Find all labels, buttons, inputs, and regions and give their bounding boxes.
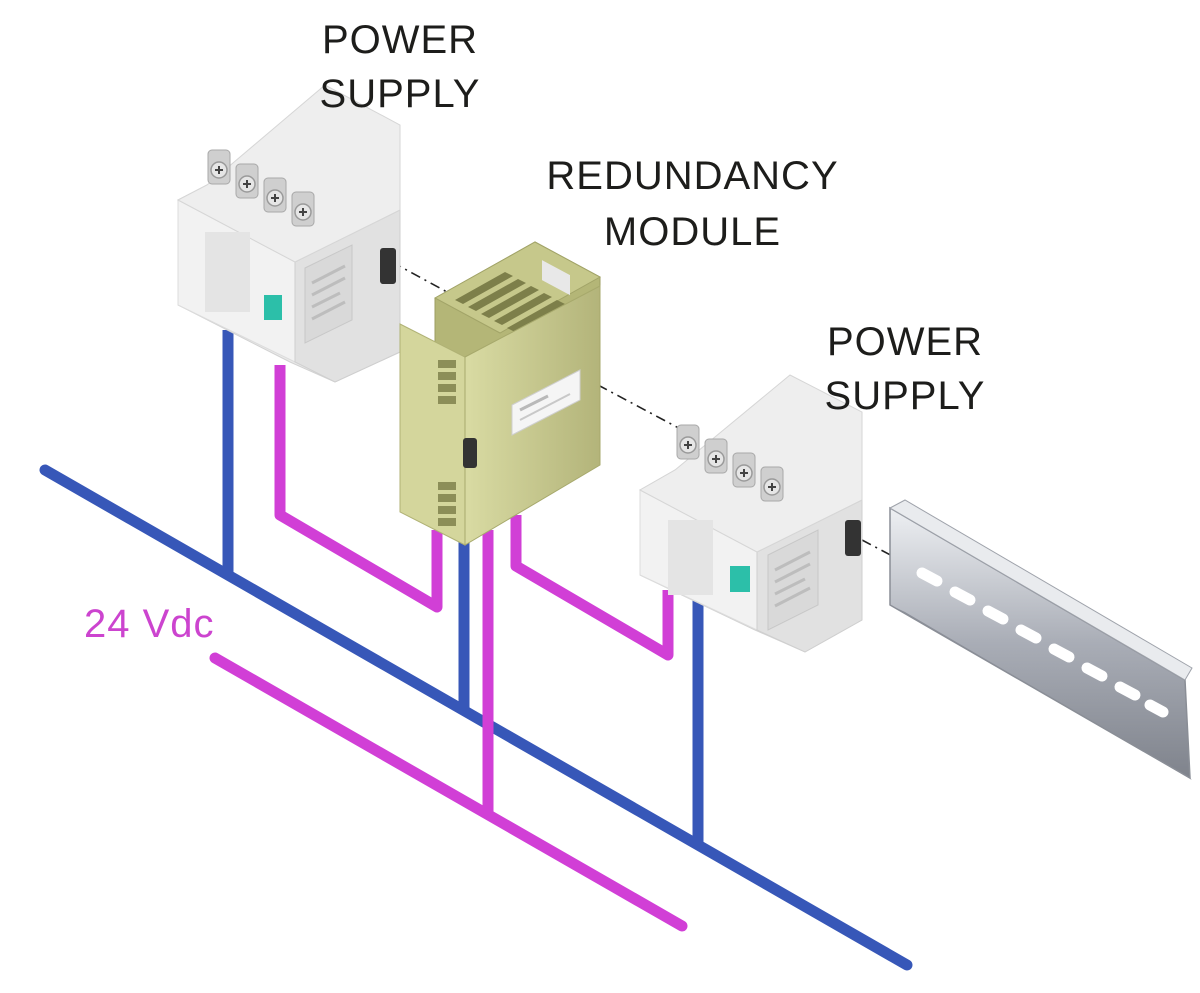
power-supply-right-label: POWER SUPPLY — [805, 322, 1005, 416]
screw-terminal-icon — [207, 149, 315, 227]
status-led-icon — [264, 295, 282, 320]
alignment-line-3 — [861, 539, 901, 561]
redundancy-module-label-line2: MODULE — [603, 210, 782, 254]
status-led-icon — [730, 566, 750, 592]
din-rail-icon — [888, 499, 1193, 780]
power-supply-left-label-line1: POWER — [321, 18, 479, 62]
alignment-line-1 — [391, 261, 459, 299]
wire-ps2-positive — [510, 515, 674, 661]
redundancy-module-label-line1: REDUNDANCY — [546, 154, 839, 198]
power-supply-right — [638, 374, 863, 653]
negative-bus-bar — [39, 464, 913, 971]
power-supply-left-label-line2: SUPPLY — [319, 72, 481, 116]
voltage-label: 24 Vdc — [84, 602, 215, 646]
redundancy-module-label: REDUNDANCY MODULE — [520, 156, 865, 252]
redundancy-module — [399, 241, 602, 546]
screw-terminal-icon — [676, 424, 784, 502]
power-supply-left — [176, 84, 401, 383]
positive-bus-bar — [209, 652, 688, 932]
power-supply-right-label-line1: POWER — [826, 320, 984, 364]
wire-ps1-positive — [274, 365, 443, 613]
power-supply-left-label: POWER SUPPLY — [300, 20, 500, 114]
alignment-line-2 — [597, 384, 689, 434]
power-supply-right-label-line2: SUPPLY — [824, 374, 986, 418]
